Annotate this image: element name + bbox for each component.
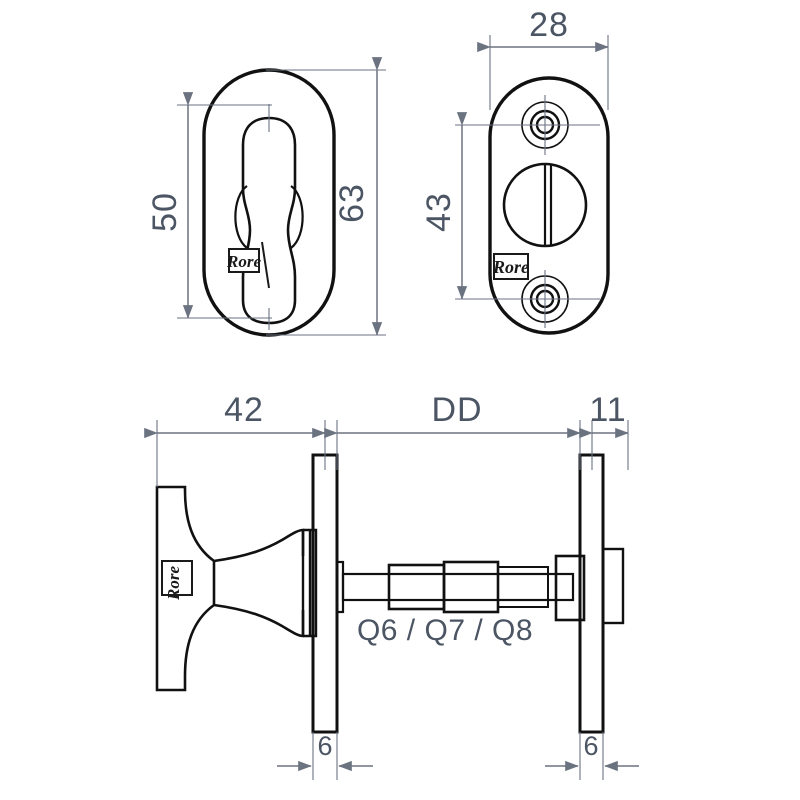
side-logo-text: Rore — [492, 257, 529, 277]
front-logo-text: Rore — [226, 252, 261, 271]
side-logo-badge: Rore — [492, 253, 529, 280]
side-rosette-outline — [488, 76, 610, 335]
front-view: Rore 50 63 — [146, 57, 386, 337]
dimension-43: 43 — [420, 112, 545, 300]
dimension-6-rear: 6 — [545, 731, 639, 780]
dim-6-front-label: 6 — [317, 731, 332, 761]
dimension-28: 28 — [477, 6, 609, 110]
section-rear-rosette-cap — [601, 547, 625, 625]
spindle-size-label: Q6 / Q7 / Q8 — [357, 614, 533, 647]
dimension-11: 11 — [579, 391, 629, 439]
section-spindle-rod — [341, 572, 575, 602]
side-view: Rore 28 43 — [420, 6, 610, 335]
dim-43-label: 43 — [420, 192, 458, 232]
section-spindle — [341, 554, 586, 622]
front-boss-arc-right — [290, 185, 304, 249]
front-boss-arc-left — [234, 185, 248, 249]
dim-50-label: 50 — [146, 192, 184, 232]
dim-11-label: 11 — [589, 391, 626, 429]
dimension-42: 42 — [144, 391, 326, 439]
section-logo-badge: Rore — [161, 560, 193, 601]
dim-28-label: 28 — [529, 6, 569, 44]
side-centre-boss — [502, 162, 588, 248]
section-logo-text: Rore — [164, 566, 183, 601]
dim-63-label: 63 — [333, 183, 371, 223]
section-knob — [155, 485, 318, 692]
dim-6-rear-label: 6 — [583, 731, 598, 761]
dimension-63: 63 — [266, 57, 386, 336]
section-knob-shank-top — [213, 528, 305, 563]
section-knob-collar-body — [303, 528, 318, 638]
section-view: Q6 / Q7 / Q8 Rore 42 — [144, 391, 639, 780]
section-spindle-rear-boss — [554, 554, 586, 622]
dim-42-label: 42 — [224, 391, 264, 429]
section-spindle-q8 — [497, 566, 549, 608]
dimension-50: 50 — [146, 92, 272, 319]
dimension-6-front: 6 — [277, 731, 373, 780]
section-knob-shank-bottom — [213, 603, 305, 638]
front-logo-badge: Rore — [226, 241, 270, 289]
dim-dd-label: DD — [431, 391, 482, 429]
dimension-dd: DD — [324, 391, 581, 439]
